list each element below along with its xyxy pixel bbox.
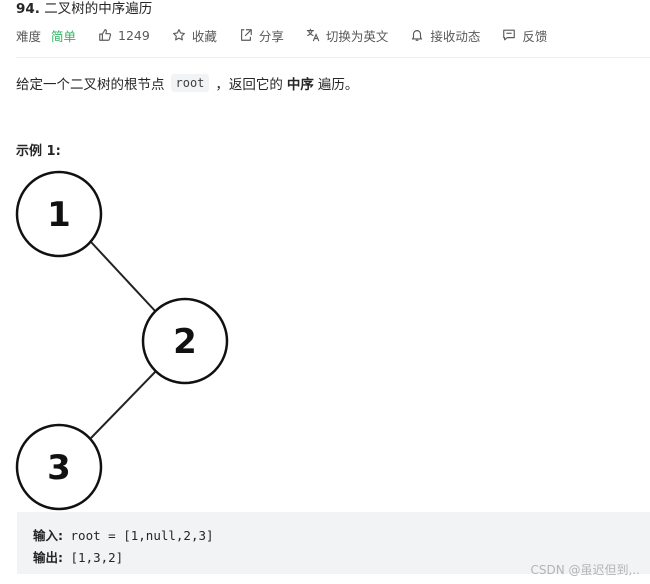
star-icon: [172, 28, 186, 42]
share-icon: [239, 28, 253, 42]
subscribe-label: 接收动态: [430, 28, 481, 44]
switch-language-button[interactable]: 切换为英文: [306, 26, 389, 45]
tree-node-1: 1: [15, 170, 103, 258]
favorite-button[interactable]: 收藏: [172, 26, 217, 45]
like-button[interactable]: 1249: [98, 28, 150, 43]
subscribe-button[interactable]: 接收动态: [410, 26, 480, 45]
share-label: 分享: [258, 28, 284, 44]
watermark: CSDN @虽迟但到,..: [530, 563, 640, 577]
description-emphasis: 中序: [286, 77, 314, 93]
example-tree-diagram: 1 2 3: [15, 170, 229, 511]
feedback-button[interactable]: 反馈: [502, 26, 547, 45]
example-output-value: [1,3,2]: [70, 550, 124, 565]
example-io-block: 输入: root = [1,null,2,3] 输出: [1,3,2]: [17, 512, 650, 574]
tree-edge-2-3: [90, 369, 158, 439]
tree-node-3-label: 3: [47, 448, 71, 488]
like-count: 1249: [118, 27, 150, 43]
feedback-label: 反馈: [522, 28, 548, 44]
tree-node-1-label: 1: [47, 195, 71, 235]
problem-toolbar: 难度 简单 1249 收藏 分享: [16, 24, 569, 46]
tree-node-3: 3: [15, 423, 103, 511]
problem-number: 94.: [16, 1, 40, 17]
tree-node-2-label: 2: [173, 322, 197, 362]
share-button[interactable]: 分享: [239, 26, 284, 45]
example-output-label: 输出:: [33, 550, 63, 565]
example-input-label: 输入:: [33, 528, 63, 543]
header-divider: [16, 57, 650, 58]
translate-icon: [306, 28, 320, 42]
switch-language-label: 切换为英文: [325, 28, 389, 44]
example-output: 输出: [1,3,2]: [33, 547, 123, 566]
favorite-label: 收藏: [191, 28, 217, 44]
feedback-icon: [502, 28, 516, 42]
example-input-value: root = [1,null,2,3]: [70, 528, 214, 543]
problem-title: 94. 二叉树的中序遍历: [16, 0, 152, 17]
bell-icon: [410, 28, 424, 42]
example-input: 输入: root = [1,null,2,3]: [33, 525, 214, 544]
description-code: root: [170, 74, 210, 92]
tree-node-2: 2: [141, 297, 229, 385]
difficulty-badge: 简单: [51, 28, 77, 44]
difficulty: 难度 简单: [16, 26, 76, 45]
difficulty-label: 难度: [16, 28, 42, 44]
description-prefix: 给定一个二叉树的根节点: [16, 77, 165, 93]
tree-edge-1-2: [90, 241, 158, 314]
problem-description: 给定一个二叉树的根节点 root ，返回它的 中序 遍历。: [16, 73, 358, 93]
description-suffix: 遍历。: [317, 77, 359, 93]
thumbs-up-icon: [98, 28, 112, 42]
example-title: 示例 1:: [16, 144, 61, 159]
problem-name: 二叉树的中序遍历: [44, 1, 153, 17]
description-middle: ，返回它的: [215, 77, 283, 93]
